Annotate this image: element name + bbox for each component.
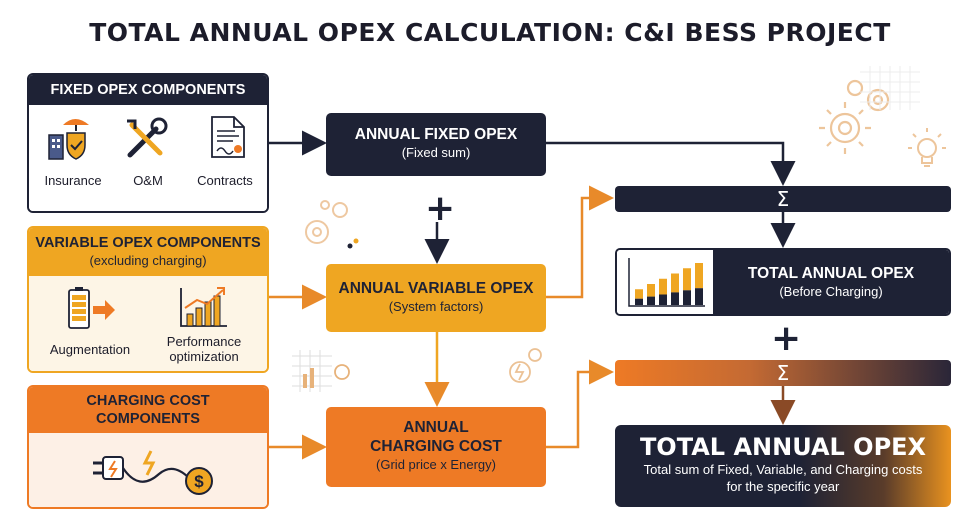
sum-operator-top: Σ [615,186,951,212]
mini-chart-axis [628,258,705,307]
total-annual-opex-final-box: TOTAL ANNUAL OPEX Total sum of Fixed, Va… [615,425,951,507]
mini-chart-bar [659,278,667,295]
page-title: TOTAL ANNUAL OPEX CALCULATION: C&I BESS … [89,18,891,47]
charging-cost-components-panel: CHARGING COST COMPONENTS $ [27,385,269,509]
total-before-charging-title: TOTAL ANNUAL OPEX [747,265,915,282]
variable-opex-components-panel: VARIABLE OPEX COMPONENTS (excluding char… [27,226,269,373]
mini-chart-bar [671,273,679,293]
plus-operator-center: + [425,188,456,229]
performance-chart-icon [180,287,227,327]
mini-chart-bar [683,268,691,291]
total-annual-opex-before-charging-box: TOTAL ANNUAL OPEX (Before Charging) [615,248,951,316]
annual-variable-title: ANNUAL VARIABLE OPEX [338,280,534,297]
annual-variable-opex-box: ANNUAL VARIABLE OPEX (System factors) [326,264,546,332]
charging-components-header: CHARGING COST COMPONENTS [86,393,210,427]
augmentation-label: Augmentation [49,342,131,357]
mini-chart-bar-base [635,298,643,305]
mini-chart-bar-base [683,290,691,305]
plug-energy-dollar-icon: $ [93,450,213,495]
insurance-label: Insurance [44,173,102,188]
annual-charging-title: ANNUAL CHARGING COST [370,419,502,455]
fixed-opex-components-panel: FIXED OPEX COMPONENTS Insurance O&M Cont… [27,73,269,213]
mini-chart-bar [647,284,655,297]
mini-chart-bar-base [671,292,679,305]
battery-augmentation-icon [68,287,115,329]
dots-decoration-icon [347,238,359,249]
performance-optimization-label: Performance optimization [166,334,242,364]
total-final-title: TOTAL ANNUAL OPEX [639,433,927,461]
gears-decoration-icon [819,79,890,154]
mini-bar-chart-icon [628,258,705,307]
mini-chart-bar-base [659,294,667,305]
plus-operator-right: + [771,318,802,359]
annual-variable-subtitle: (System factors) [388,299,484,314]
chart-decoration-icon [292,350,350,392]
mini-chart-bar [695,263,703,289]
gears-small-decoration-icon [305,200,348,244]
svg-text:$: $ [194,472,204,491]
lightbulb-decoration-icon [908,128,946,167]
fixed-components-header: FIXED OPEX COMPONENTS [29,75,267,105]
energy-dollar-decoration-icon [509,348,542,383]
insurance-icon [48,119,89,160]
variable-components-header: VARIABLE OPEX COMPONENTS [35,235,261,251]
contract-document-icon [211,116,245,158]
total-before-charging-subtitle: (Before Charging) [779,284,883,299]
annual-fixed-opex-box: ANNUAL FIXED OPEX (Fixed sum) [326,113,546,176]
annual-charging-subtitle: (Grid price x Energy) [376,457,496,472]
variable-components-subheader: (excluding charging) [89,253,207,268]
mini-chart-bar-base [647,296,655,305]
sum-operator-bottom: Σ [615,360,951,386]
mini-chart-bar [635,289,643,299]
om-label: O&M [133,173,163,188]
contracts-label: Contracts [197,173,253,188]
annual-fixed-title: ANNUAL FIXED OPEX [354,126,518,143]
total-final-subtitle: Total sum of Fixed, Variable, and Chargi… [643,462,923,494]
mini-chart-bar-base [695,288,703,305]
annual-fixed-subtitle: (Fixed sum) [401,145,471,160]
annual-charging-cost-box: ANNUAL CHARGING COST (Grid price x Energ… [326,407,546,487]
grid-decoration-icon [860,66,920,110]
wrench-tools-icon [127,117,168,158]
